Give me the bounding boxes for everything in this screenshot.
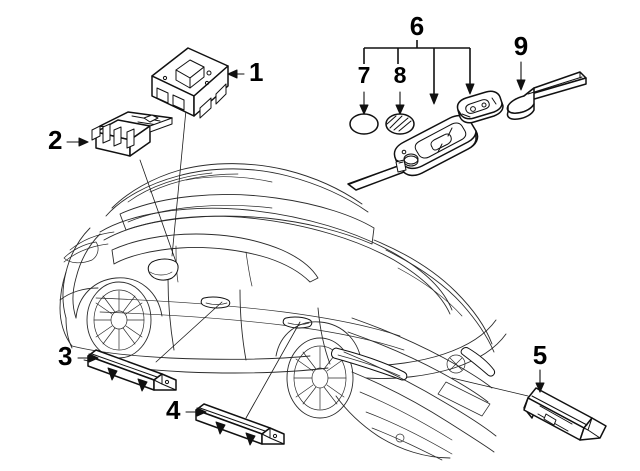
callout-7: 7: [358, 62, 371, 115]
leader-line-1: [171, 109, 187, 257]
callout-label-2: 2: [48, 125, 62, 155]
leader-line-4: [245, 321, 301, 419]
part-antenna-bar-front: [87, 349, 177, 392]
part-antenna-bracket: [91, 111, 173, 157]
part-antenna-bar-rear: [195, 403, 285, 446]
part-key-fob: [347, 114, 479, 191]
part-emergency-key-blade: [506, 71, 587, 120]
part-bumper-antenna: [523, 387, 607, 441]
rear-wheel-spokes: [293, 346, 347, 410]
callout-8: 8: [394, 62, 407, 115]
leader-line-5: [451, 377, 529, 397]
vehicle-illustration: [59, 163, 507, 461]
callout-label-1: 1: [249, 57, 263, 87]
part-control-module: [151, 47, 229, 119]
callout-3: 3: [58, 341, 99, 371]
callout-label-9: 9: [514, 31, 528, 61]
callout-label-7: 7: [358, 62, 371, 88]
leader-lines: [139, 109, 529, 419]
leader-line-3: [155, 301, 223, 363]
callout-label-4: 4: [166, 395, 181, 425]
callout-label-8: 8: [394, 62, 407, 88]
leader-line-2: [139, 159, 177, 263]
callout-label-5: 5: [533, 340, 547, 370]
callout-6-bracket: 6: [363, 11, 475, 105]
callout-2: 2: [48, 125, 89, 155]
callout-4: 4: [166, 395, 207, 425]
part-battery-cover: [349, 113, 379, 135]
callout-1: 1: [227, 57, 263, 87]
callout-9: 9: [514, 31, 528, 91]
part-fob-housing-shell: [456, 90, 504, 124]
battery-hatching: [386, 115, 412, 132]
part-coin-battery: [385, 113, 415, 135]
callout-5: 5: [533, 340, 547, 393]
callout-label-6: 6: [410, 11, 424, 41]
callout-label-3: 3: [58, 341, 72, 371]
